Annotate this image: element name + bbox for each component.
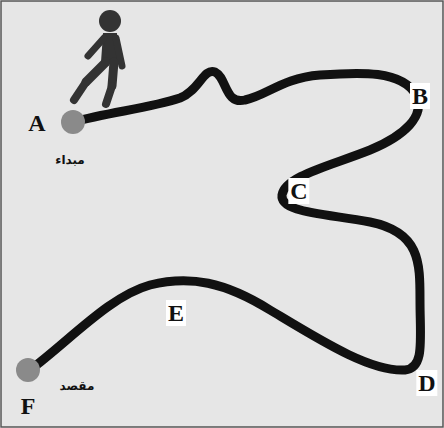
start-text: مبداء — [55, 154, 85, 166]
start-letter: A — [28, 111, 45, 135]
point-letter: D — [416, 370, 437, 396]
end-text: مقصد — [60, 380, 95, 392]
point-letter: C — [288, 178, 309, 204]
end-letter: F — [21, 394, 36, 418]
point-letter: B — [410, 83, 430, 109]
point-letter: E — [166, 300, 186, 326]
